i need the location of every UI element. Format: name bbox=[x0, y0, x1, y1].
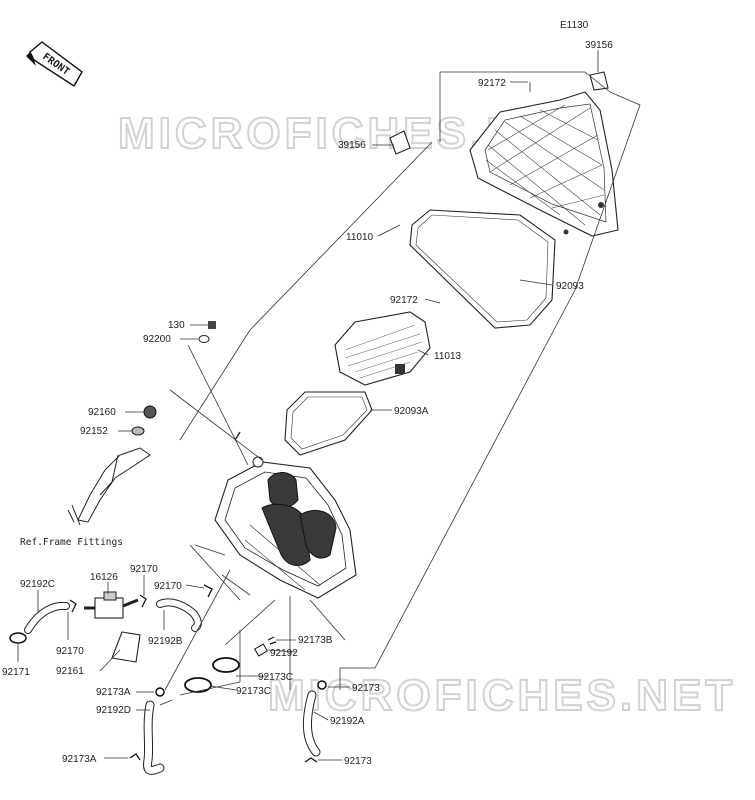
part-label: 92192C bbox=[20, 579, 55, 590]
clip-92170 bbox=[69, 584, 213, 613]
part-label: 92173A bbox=[96, 687, 131, 698]
clamp-92173c-bottom bbox=[184, 677, 212, 693]
bracket-92161 bbox=[111, 631, 141, 663]
part-label: 92192D bbox=[96, 705, 131, 716]
part-label: 92173A bbox=[62, 754, 97, 765]
diagram-code: E1130 bbox=[560, 20, 589, 31]
part-label: 92192B bbox=[148, 636, 183, 647]
part-label: 39156 bbox=[338, 140, 366, 151]
washer-92200 bbox=[198, 335, 210, 343]
part-label: 92170 bbox=[154, 581, 182, 592]
part-label: 92173C bbox=[258, 672, 293, 683]
clamp-92173c-top bbox=[212, 657, 240, 673]
pad-39156-left bbox=[389, 130, 411, 155]
pad-39156-top bbox=[589, 71, 609, 91]
part-label: 92200 bbox=[143, 334, 171, 345]
part-label: 92192 bbox=[270, 648, 298, 659]
part-label: 39156 bbox=[585, 40, 613, 51]
ref-frame-fittings-label: Ref.Frame Fittings bbox=[20, 537, 123, 548]
reference-lines bbox=[17, 50, 641, 761]
air-cleaner-cover bbox=[469, 91, 619, 237]
part-label: 92173 bbox=[344, 756, 372, 767]
part-label: 92093 bbox=[556, 281, 584, 292]
tube-92192 bbox=[253, 643, 269, 657]
part-label: 92152 bbox=[80, 426, 108, 437]
air-cleaner-housing bbox=[214, 456, 357, 599]
part-label: 92160 bbox=[88, 407, 116, 418]
front-arrow-icon: FRONT bbox=[26, 41, 83, 87]
gasket-92093 bbox=[409, 209, 556, 329]
part-label: 130 bbox=[168, 320, 185, 331]
bolt-130 bbox=[208, 321, 216, 329]
clamp-92173-bottom bbox=[304, 757, 318, 763]
part-label: 92172 bbox=[390, 295, 418, 306]
clamp-92173a-top bbox=[155, 687, 165, 697]
part-label: 92172 bbox=[478, 78, 506, 89]
part-label: 11013 bbox=[434, 351, 462, 362]
air-filter-element bbox=[334, 311, 431, 386]
clamp-92173a-bottom bbox=[129, 753, 141, 761]
part-label: 92170 bbox=[56, 646, 84, 657]
part-label: 16126 bbox=[90, 572, 118, 583]
part-label: 92173C bbox=[236, 686, 271, 697]
clamp-92171 bbox=[9, 632, 27, 644]
valve-16126 bbox=[84, 591, 139, 619]
part-label: 92161 bbox=[56, 666, 84, 677]
part-label: 92093A bbox=[394, 406, 429, 417]
part-label: 92171 bbox=[2, 667, 30, 678]
frame-fittings-bracket bbox=[67, 447, 151, 526]
gasket-92093a bbox=[284, 391, 373, 456]
part-label: 92173 bbox=[352, 683, 380, 694]
grommet-92152 bbox=[131, 426, 145, 436]
part-label: 11010 bbox=[346, 232, 374, 243]
clamp-92173-top bbox=[317, 680, 327, 690]
nut-92160 bbox=[143, 405, 157, 419]
clip-92173b bbox=[267, 636, 277, 645]
part-label: 92192A bbox=[330, 716, 365, 727]
watermark-bottom: MICROFICHES.NET bbox=[268, 671, 736, 720]
part-label: 92170 bbox=[130, 564, 158, 575]
part-label: 92173B bbox=[298, 635, 333, 646]
